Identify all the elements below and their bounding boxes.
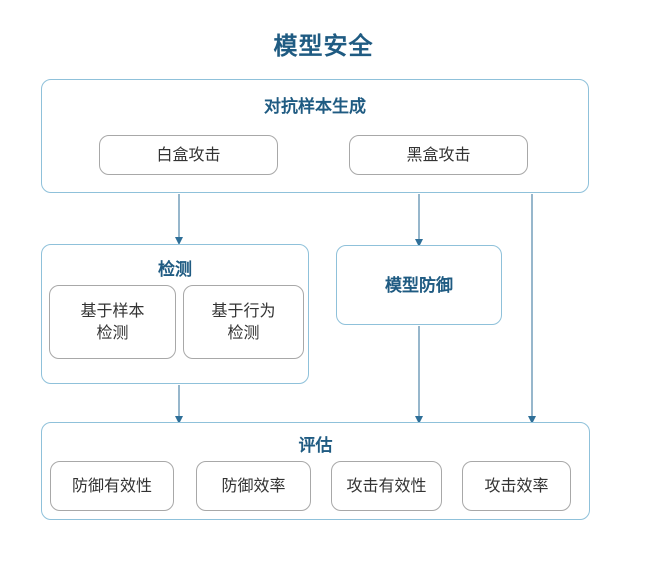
attack-efficiency-label: 攻击效率 <box>484 476 549 495</box>
model-defense-group: 模型防御 <box>336 245 502 325</box>
defense-effectiveness-label: 防御有效性 <box>71 476 152 495</box>
evaluation-title: 评估 <box>298 436 333 456</box>
defense-efficiency-box: 防御效率 <box>196 461 311 511</box>
behavior-based-detection-line1: 基于行为 <box>211 301 276 320</box>
sample-based-detection-box: 基于样本 检测 <box>49 285 176 359</box>
attack-effectiveness-box: 攻击有效性 <box>331 461 442 511</box>
sample-based-detection-line2: 检测 <box>96 323 129 342</box>
sample-based-detection-line1: 基于样本 <box>80 301 145 320</box>
defense-efficiency-label: 防御效率 <box>221 476 286 495</box>
behavior-based-detection-box: 基于行为 检测 <box>183 285 304 359</box>
behavior-based-detection-line2: 检测 <box>227 323 260 342</box>
white-box-attack-label: 白盒攻击 <box>156 145 221 164</box>
attack-efficiency-box: 攻击效率 <box>462 461 571 511</box>
adversarial-generation-group: 对抗样本生成 白盒攻击 黑盒攻击 <box>41 79 589 193</box>
evaluation-group: 评估 防御有效性 防御效率 攻击有效性 攻击效率 <box>41 422 590 520</box>
attack-effectiveness-label: 攻击有效性 <box>346 476 427 495</box>
detection-title: 检测 <box>158 260 192 280</box>
detection-group: 检测 基于样本 检测 基于行为 检测 <box>41 244 309 384</box>
black-box-attack-label: 黑盒攻击 <box>406 145 471 164</box>
model-defense-title: 模型防御 <box>385 276 453 296</box>
diagram-title: 模型安全 <box>273 32 374 60</box>
black-box-attack-box: 黑盒攻击 <box>349 135 528 175</box>
white-box-attack-box: 白盒攻击 <box>99 135 278 175</box>
adversarial-generation-title: 对抗样本生成 <box>264 97 366 117</box>
defense-effectiveness-box: 防御有效性 <box>50 461 174 511</box>
